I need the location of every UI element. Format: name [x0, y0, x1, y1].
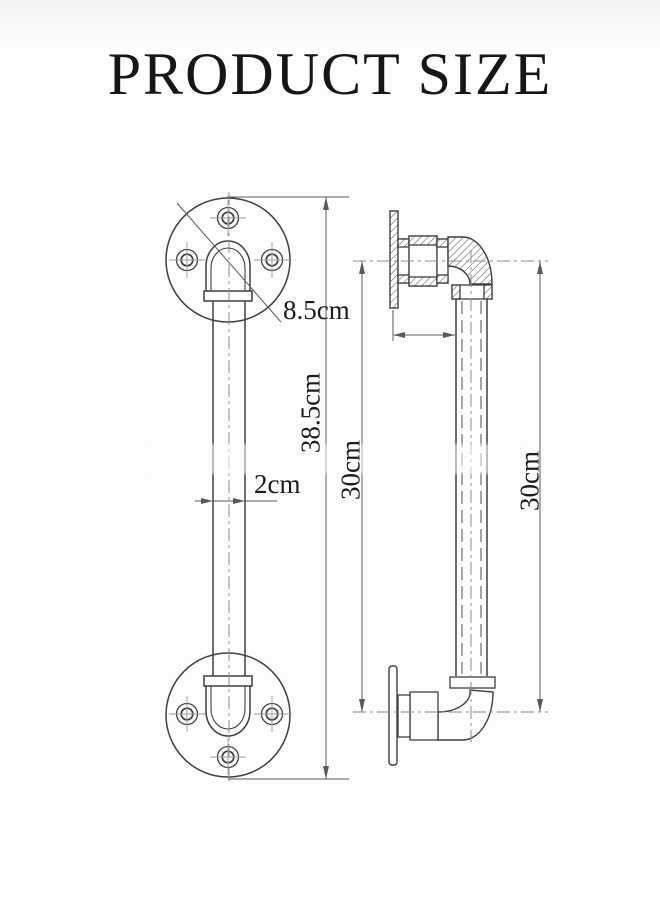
dimension-label-center-distance-right: 30cm [514, 451, 545, 511]
bottom-elbow-socket [449, 676, 496, 689]
bottom-elbow [437, 689, 494, 741]
leader-flange-diameter [176, 202, 282, 323]
dim-total-length [227, 196, 349, 780]
dimension-lines [176, 196, 543, 780]
pipe-front [212, 301, 246, 677]
dimension-label-center-distance-left: 30cm [335, 440, 366, 500]
pipe-hidden-lines [461, 301, 482, 674]
screw-holes-top-flange [169, 200, 290, 278]
page-title: PRODUCT SIZE [107, 41, 553, 107]
dim-pipe-diameter [195, 498, 277, 504]
bottom-flange-circle [165, 652, 291, 778]
side-view [388, 210, 496, 766]
pipe-side [455, 299, 488, 676]
top-gradient-strip [0, 0, 660, 46]
top-wall-plate [389, 210, 399, 309]
dimension-label-pipe-diameter: 2cm [254, 469, 301, 499]
top-pipe-cap [203, 240, 253, 302]
top-elbow [447, 236, 493, 285]
front-view [165, 197, 291, 778]
dimension-label-flange-diameter: 8.5cm [283, 295, 350, 325]
dim-wall-offset [392, 310, 455, 341]
dim-center-distance-right [537, 261, 543, 712]
bottom-wall-plate [388, 665, 398, 766]
screw-holes-bottom-flange [169, 696, 290, 775]
dimension-label-total-length: 38.5cm [295, 372, 326, 454]
top-elbow-socket [451, 284, 493, 300]
centerlines [228, 192, 548, 782]
bottom-fittings [397, 691, 439, 741]
bottom-pipe-cap [203, 675, 253, 737]
dim-center-distance-left [359, 261, 365, 712]
